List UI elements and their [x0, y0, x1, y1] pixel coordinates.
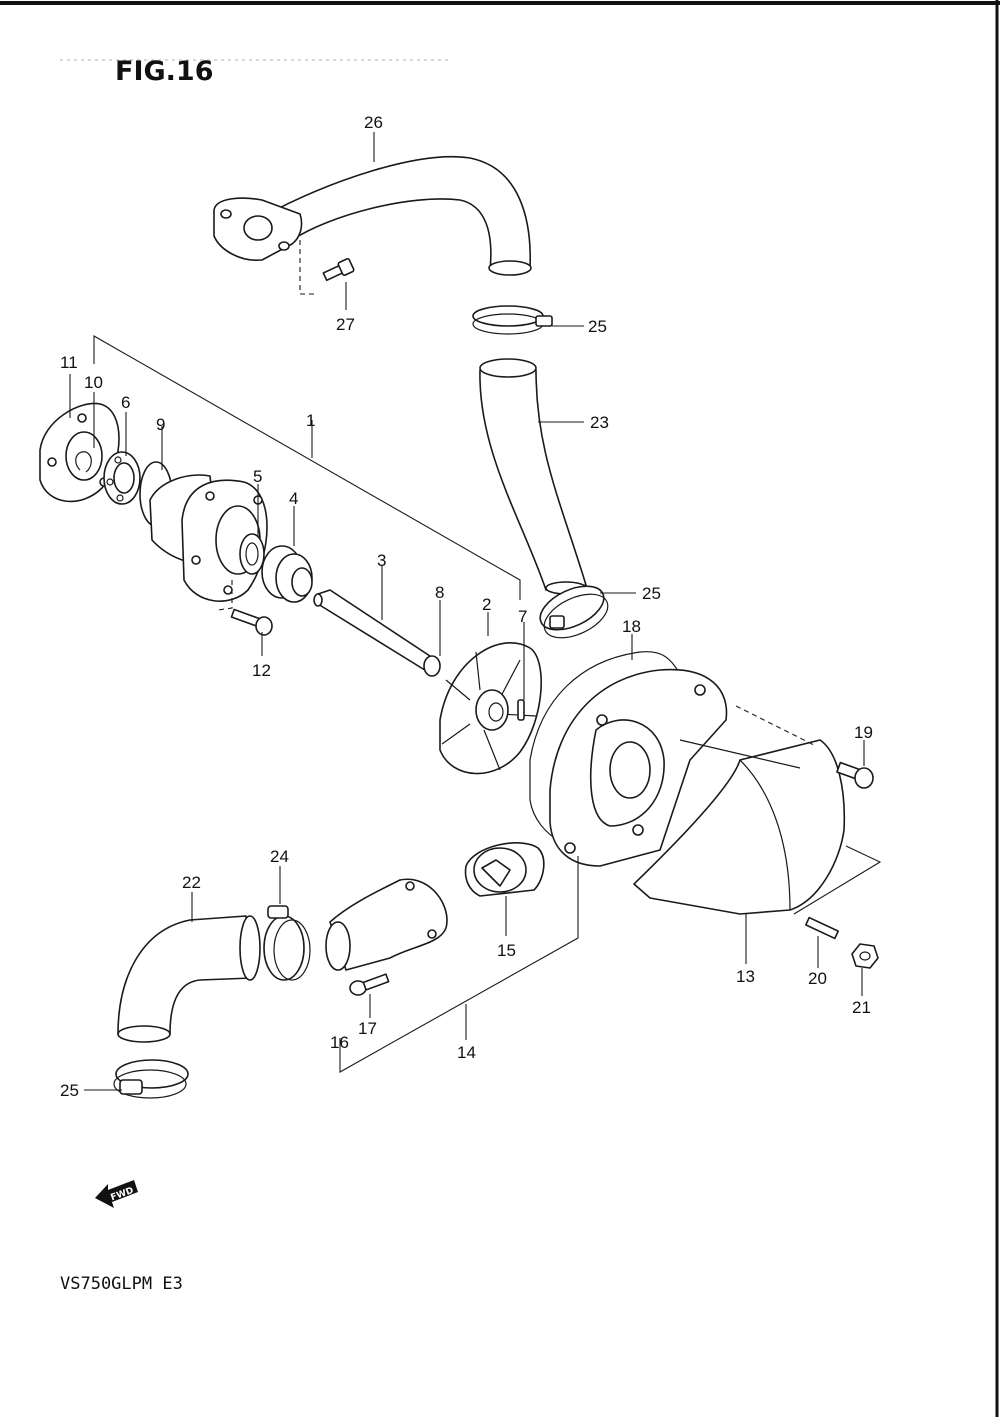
outlet-pipe: [213, 155, 532, 276]
callout-12: 12: [252, 661, 271, 680]
model-code: VS750GLPM E3: [60, 1274, 183, 1294]
leader-lines: [69, 132, 865, 1091]
pump-shaft: [313, 589, 441, 677]
callout-23: 23: [590, 413, 609, 432]
hose-clamp-24: [263, 905, 311, 981]
pump-assembly-bracket: [93, 335, 521, 600]
callout-9: 9: [156, 415, 165, 434]
bearing: [103, 451, 141, 505]
callout-7: 7: [518, 607, 527, 626]
figure-title: FIG.16: [115, 56, 213, 87]
callout-22: 22: [182, 873, 201, 892]
impeller: [439, 642, 542, 775]
hose-clamp-middle: [539, 585, 609, 639]
callout-25-middle: 25: [642, 584, 661, 603]
pump-guard-cover: [633, 739, 846, 915]
callout-18: 18: [622, 617, 641, 636]
hose-clamp-upper: [472, 305, 553, 335]
thermostat: [464, 842, 545, 897]
callout-25-upper: 25: [588, 317, 607, 336]
seal-ring-inner: [245, 542, 259, 566]
callout-3: 3: [377, 551, 386, 570]
callout-4: 4: [289, 489, 298, 508]
water-hose: [479, 358, 587, 595]
bolt-27-guide: [299, 240, 316, 295]
nut: [851, 943, 879, 969]
callout-1: 1: [306, 411, 315, 430]
elbow-hose: [117, 915, 261, 1043]
callout-19: 19: [854, 723, 873, 742]
bolt-20-guide: [793, 845, 882, 915]
callout-2: 2: [482, 595, 491, 614]
thermostat-assembly-bracket: [339, 856, 579, 1073]
stud-bolt: [805, 916, 839, 940]
callout-5: 5: [253, 467, 262, 486]
callout-11: 11: [60, 353, 78, 372]
hose-clamp-lower: [113, 1059, 189, 1099]
callout-27: 27: [336, 315, 355, 334]
screw-12-guide: [217, 580, 233, 611]
mechanical-seal: [261, 545, 313, 603]
impeller-pin: [517, 699, 525, 721]
screw-12: [230, 608, 273, 636]
callout-14: 14: [457, 1043, 476, 1062]
callout-16: 16: [330, 1033, 349, 1052]
bolt-19: [836, 761, 874, 789]
fwd-arrow-icon: FWD: [95, 1180, 138, 1208]
seal-ring: [239, 533, 265, 575]
callout-25-lower: 25: [60, 1081, 79, 1100]
bolt-19-guide: [735, 705, 817, 747]
callout-20: 20: [808, 969, 827, 988]
screw-17: [349, 973, 390, 996]
thermostat-cover: [325, 878, 448, 971]
callout-10: 10: [84, 373, 103, 392]
callout-24: 24: [270, 847, 289, 866]
callout-17: 17: [358, 1019, 377, 1038]
callout-labels: 26 27 25 23 25 1 11 10 6 9 5 4 3 8 2 7 1…: [60, 113, 873, 1100]
bolt-27: [322, 257, 355, 282]
callout-15: 15: [497, 941, 516, 960]
pump-cover: [549, 668, 728, 867]
callout-8: 8: [435, 583, 444, 602]
callout-6: 6: [121, 393, 130, 412]
callout-21: 21: [852, 998, 871, 1017]
circlip: [75, 451, 92, 473]
callout-26: 26: [364, 113, 383, 132]
callout-13: 13: [736, 967, 755, 986]
